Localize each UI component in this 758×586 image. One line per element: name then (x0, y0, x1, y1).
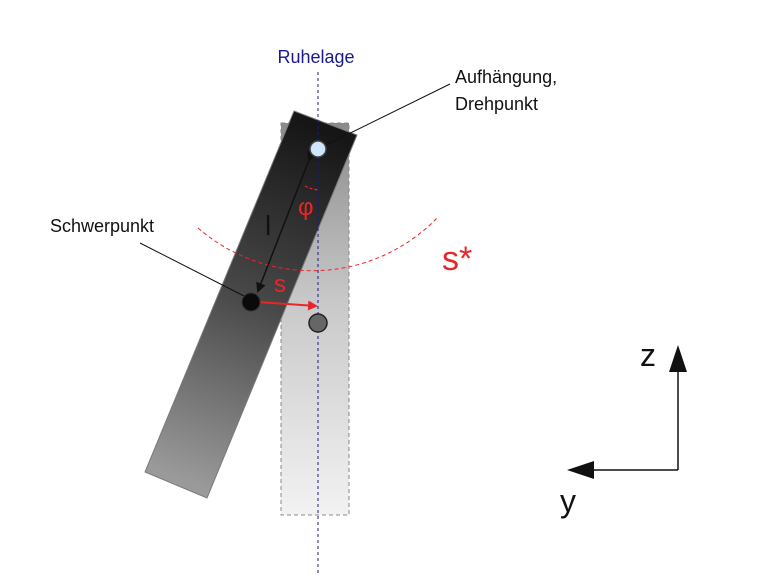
length-arrow (256, 150, 317, 293)
arc-path (197, 216, 439, 272)
rest-position-label: Ruhelage (277, 47, 354, 67)
center-of-mass-swung (241, 292, 261, 312)
length-label: l (265, 210, 271, 241)
coordinate-axes: z y (560, 337, 687, 519)
angle-label: φ (298, 194, 314, 221)
center-of-mass-label: Schwerpunkt (50, 216, 154, 236)
pivot-point (309, 140, 327, 158)
center-of-mass-rest (308, 313, 328, 333)
displacement-label: s (274, 271, 286, 298)
pivot-label-line2: Drehpunkt (455, 94, 538, 114)
z-axis-label: z (640, 337, 656, 373)
z-axis-arrowhead (669, 345, 687, 372)
arc-length-label: s* (442, 240, 472, 278)
y-axis-label: y (560, 483, 576, 519)
pivot-label-line1: Aufhängung, (455, 67, 557, 87)
com-leader-line (139, 242, 245, 297)
pivot-leader-line (323, 83, 451, 147)
displacement-arrow (249, 296, 318, 311)
y-axis-arrowhead (567, 461, 594, 479)
